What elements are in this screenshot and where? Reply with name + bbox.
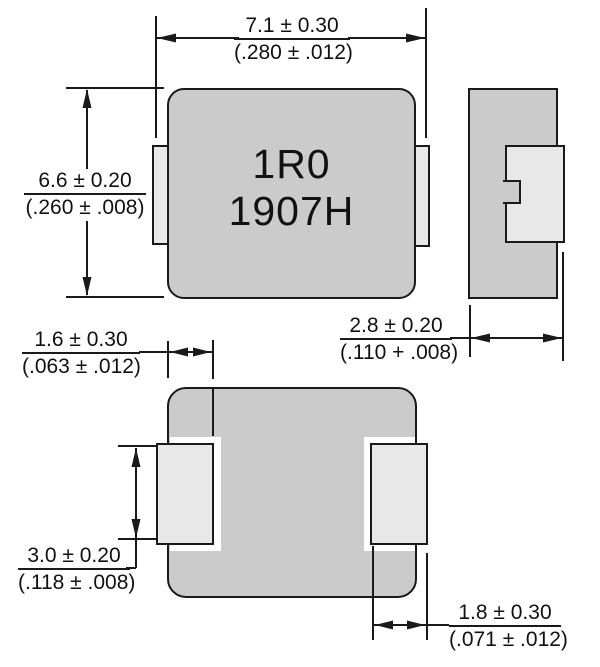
arrowhead-left-icon (170, 347, 188, 357)
dim-side-thickness-mm: 2.8 ± 0.20 (340, 315, 452, 340)
arrowhead-left-icon (471, 333, 490, 343)
arrowhead-down-icon (82, 277, 92, 296)
dim-pad-width-inch: (.071 ± .012) (449, 628, 568, 651)
dim-left-height-inch: (.260 ± .008) (25, 196, 145, 219)
arrowhead-down-icon (131, 519, 141, 538)
dim-pad-setback-mm: 1.6 ± 0.30 (22, 329, 140, 354)
arrowhead-up-icon (82, 89, 92, 108)
dim-left-height-label: 6.6 ± 0.20 (.260 ± .008) (24, 170, 146, 219)
dim-left-height-mm: 6.6 ± 0.20 (24, 170, 146, 195)
dim-pad-height-label: 3.0 ± 0.20 (.118 ± .008) (18, 545, 136, 594)
arrowhead-up-icon (131, 448, 141, 467)
dim-side-thickness-inch: (.110 + .008) (340, 341, 459, 364)
dim-top-width-inch: (.280 ± .012) (234, 41, 353, 64)
arrowhead-left-icon (157, 33, 176, 43)
dim-side-thickness-label: 2.8 ± 0.20 (.110 + .008) (340, 315, 459, 364)
dim-pad-height-mm: 3.0 ± 0.20 (18, 545, 130, 570)
arrowhead-left-icon (375, 620, 393, 630)
arrowhead-right-icon (193, 347, 211, 357)
part-marking-line1: 1R0 (252, 141, 331, 187)
dim-pad-width-mm: 1.8 ± 0.30 (449, 602, 561, 627)
dim-pad-setback-label: 1.6 ± 0.30 (.063 ± .012) (22, 329, 141, 378)
dim-pad-height-inch: (.118 ± .008) (18, 571, 136, 594)
part-marking-line2: 1907H (228, 188, 355, 234)
arrowhead-right-icon (407, 620, 425, 630)
dim-pad-setback-inch: (.063 ± .012) (22, 355, 141, 378)
side-view-terminal-notch (503, 180, 521, 204)
dim-top-width-label: 7.1 ± 0.30 (.280 ± .012) (234, 15, 353, 64)
top-view-body (167, 88, 416, 299)
dim-top-width-mm: 7.1 ± 0.30 (234, 15, 350, 40)
bottom-view-right-pad (370, 443, 428, 545)
dim-pad-width-label: 1.8 ± 0.30 (.071 ± .012) (449, 602, 568, 651)
bottom-view-left-pad (156, 443, 214, 545)
part-marking: 1R0 1907H (167, 141, 416, 235)
arrowhead-right-icon (406, 33, 425, 43)
arrowhead-right-icon (543, 333, 562, 343)
